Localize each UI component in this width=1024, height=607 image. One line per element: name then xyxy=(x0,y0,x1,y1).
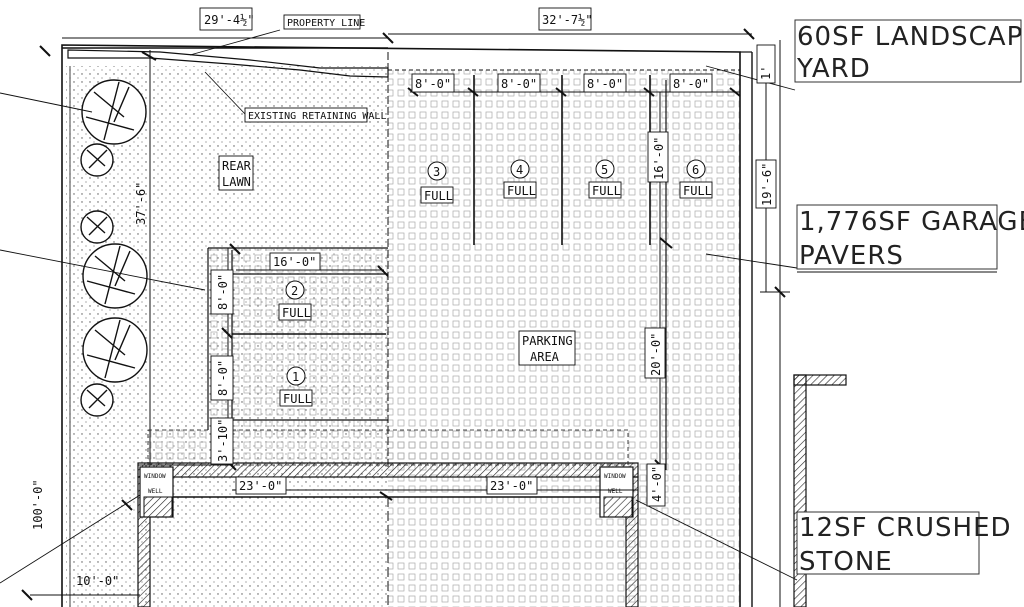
tree-icon xyxy=(80,143,114,177)
tree-icon xyxy=(82,243,148,309)
callout-stone-1: 12SF CRUSHED xyxy=(799,513,1012,543)
leader-lines xyxy=(0,29,798,584)
window-well-left-label-1: WINDOW xyxy=(144,473,166,480)
space-marker: 4 FULL xyxy=(503,159,537,199)
space-number: 2 xyxy=(291,284,298,298)
dim-overall: 100'-0" xyxy=(31,479,45,530)
plan-labels: PROPERTY LINE EXISTING RETAINING WALL RE… xyxy=(144,14,626,495)
tree-icon xyxy=(80,383,114,417)
space-type: FULL xyxy=(283,392,312,406)
tree-icon xyxy=(82,317,148,383)
space-type: FULL xyxy=(282,306,311,320)
dimension-ticks xyxy=(21,28,786,601)
dim-stall-width-2: 8'-0" xyxy=(216,274,230,310)
dim-house-right: 23'-0" xyxy=(490,479,533,493)
dim-depth-right: 19'-6" xyxy=(760,163,774,206)
window-well-left-label-2: WELL xyxy=(148,488,163,495)
rear-lawn-label-1: REAR xyxy=(222,159,252,173)
space-marker: 6 FULL xyxy=(679,159,713,199)
space-marker: 3 FULL xyxy=(420,161,454,204)
callout-landscaped-2: YARD xyxy=(796,54,871,84)
dim-aisle: 20'-0" xyxy=(649,333,663,376)
space-marker: 5 FULL xyxy=(588,159,622,199)
dim-stall-width-1: 8'-0" xyxy=(216,360,230,396)
space-number: 4 xyxy=(516,163,523,177)
dim-house-left: 23'-0" xyxy=(239,479,282,493)
space-type: FULL xyxy=(507,184,536,198)
space-type: FULL xyxy=(592,184,621,198)
dim-gap: 3'-10" xyxy=(216,419,230,462)
tree-icon xyxy=(81,79,147,145)
retaining-wall xyxy=(67,49,389,78)
space-number: 6 xyxy=(692,163,699,177)
space-type: FULL xyxy=(424,189,453,203)
space-marker: 2 FULL xyxy=(278,280,312,321)
space-number: 5 xyxy=(601,163,608,177)
dim-bottom-left: 10'-0" xyxy=(76,574,119,588)
parking-space-markers: 1 FULL 2 FULL 3 FULL 4 FULL 5 FULL xyxy=(278,159,713,407)
callout-pavers-1: 1,776SF GARAGE xyxy=(799,207,1024,237)
dim-space-4: 8'-0" xyxy=(501,77,537,91)
rear-lawn-label-2: LAWN xyxy=(222,175,251,189)
parking-label-1: PARKING xyxy=(522,334,573,348)
dim-right-small: 1' xyxy=(759,66,773,80)
area-callouts: 60SF LANDSCAPED YARD 1,776SF GARAGE PAVE… xyxy=(794,19,1024,577)
callout-stone-2: STONE xyxy=(799,547,893,577)
space-marker: 1 FULL xyxy=(279,366,313,407)
retaining-wall-label: EXISTING RETAINING WALL xyxy=(248,111,386,122)
space-number: 3 xyxy=(433,165,440,179)
window-well-right-label-1: WINDOW xyxy=(604,473,626,480)
callout-pavers-2: PAVERS xyxy=(799,241,904,271)
parking-label-2: AREA xyxy=(530,350,560,364)
dim-stall-depth: 16'-0" xyxy=(652,137,666,180)
dim-top-left: 29'-4½" xyxy=(204,13,255,27)
tree-icon xyxy=(80,210,114,244)
window-well-right-label-2: WELL xyxy=(608,488,623,495)
dim-space-6: 8'-0" xyxy=(673,77,709,91)
dimension-labels: 29'-4½" 32'-7½" 1' 8'-0" 8'-0" 8'-0" 8'-… xyxy=(31,7,777,588)
property-line xyxy=(61,44,752,607)
landscape-shrubs xyxy=(80,79,148,417)
dim-stall-length: 16'-0" xyxy=(273,255,316,269)
space-type: FULL xyxy=(683,184,712,198)
dim-space-3: 8'-0" xyxy=(415,77,451,91)
dim-depth-left: 37'-6" xyxy=(134,182,148,225)
space-number: 1 xyxy=(292,370,299,384)
dim-space-5: 8'-0" xyxy=(587,77,623,91)
property-line-label: PROPERTY LINE xyxy=(287,18,365,29)
dim-well-offset: 4'-0" xyxy=(650,466,664,502)
callout-landscaped-1: 60SF LANDSCAPED xyxy=(797,22,1024,52)
dim-top-right: 32'-7½" xyxy=(542,13,593,27)
house-foundation xyxy=(137,462,639,607)
